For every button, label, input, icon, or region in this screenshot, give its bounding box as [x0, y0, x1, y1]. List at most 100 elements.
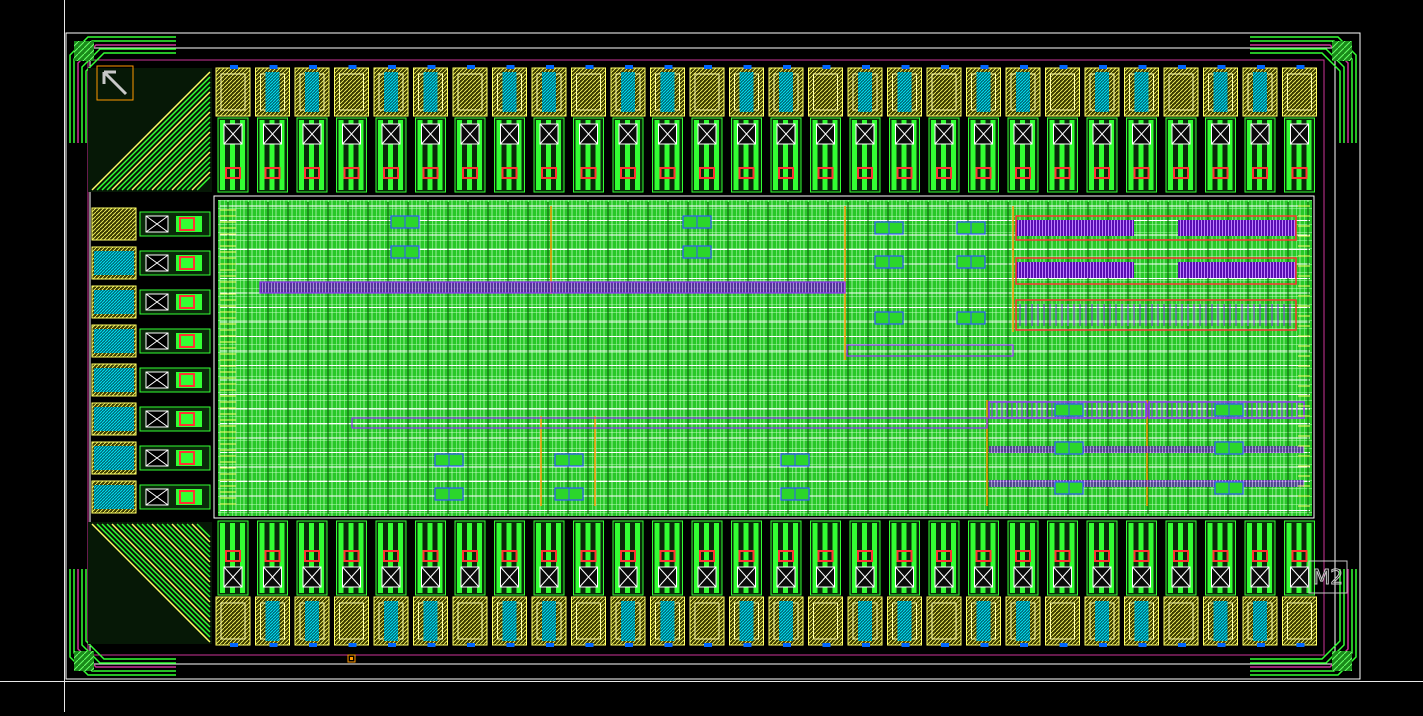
- metal1-strap: [1286, 523, 1292, 593]
- poly-gate: [343, 167, 360, 179]
- metal1-strap: [1128, 120, 1134, 190]
- pad-connector: [269, 643, 278, 647]
- metal1-strap: [1188, 523, 1193, 593]
- pad-opening: [931, 73, 957, 111]
- contact-cross-lines: [895, 566, 914, 588]
- poly-gate: [857, 167, 873, 179]
- contact-cross-lines: [1250, 123, 1270, 145]
- via-array: [621, 601, 635, 641]
- metal1-strap: [970, 523, 976, 593]
- contact-cross-lines: [1290, 123, 1309, 145]
- pad-connector: [230, 65, 238, 69]
- contact-cross-lines: [145, 449, 169, 467]
- metal1-strap: [1099, 523, 1104, 593]
- metal1-strap: [615, 120, 620, 190]
- metal1-strap: [417, 523, 423, 593]
- sram-bank: [1178, 220, 1296, 236]
- metal1-strap: [1168, 120, 1173, 190]
- io-pad-cell: [768, 65, 804, 193]
- metal1-strap: [176, 489, 202, 505]
- metal1-strap: [822, 120, 828, 190]
- metal3-bus: [989, 446, 1304, 453]
- metal1-strap: [575, 120, 581, 190]
- io-pad-cell: [492, 520, 527, 647]
- metal1-strap: [467, 120, 472, 190]
- bond-pad: [1045, 596, 1080, 646]
- pad-connector: [1059, 643, 1068, 647]
- metal1-strap: [230, 523, 235, 593]
- diagonal-bus: [186, 166, 211, 191]
- pad-connector: [822, 65, 831, 69]
- poly-gate: [817, 550, 834, 562]
- pad-connector: [1217, 643, 1226, 647]
- io-pad-left: [91, 363, 211, 397]
- pad-connector: [1257, 643, 1265, 647]
- io-pad-cell: [847, 520, 883, 647]
- metal3-bus-outline: [259, 281, 846, 294]
- metal1-strap: [1099, 120, 1104, 190]
- macro-outline: [1148, 401, 1305, 419]
- io-pad-cell: [689, 65, 725, 193]
- nwell-boundary: [87, 59, 1325, 656]
- metal1-strap: [358, 523, 364, 593]
- io-pad-cell: [294, 520, 330, 647]
- io-pad-cell: [571, 520, 606, 647]
- metal1-strap: [783, 523, 788, 593]
- metal1-strap: [546, 523, 551, 593]
- pad-opening: [1287, 73, 1312, 111]
- core-macros: [220, 205, 1310, 507]
- diagonal-bus: [171, 151, 211, 191]
- diagonal-bus: [161, 141, 211, 191]
- contact-cross-lines: [1053, 566, 1072, 588]
- via-array: [502, 72, 517, 112]
- sram-bank: [1178, 262, 1296, 278]
- poly-gate: [975, 550, 992, 562]
- contact-cross-lines: [737, 566, 756, 588]
- contact-cross-lines: [539, 566, 559, 588]
- contact-cross-lines: [1171, 566, 1191, 588]
- metal1-strap: [230, 120, 235, 190]
- metal1-strap: [348, 523, 354, 593]
- diagonal-bus: [176, 156, 211, 191]
- bond-pad: [808, 67, 843, 117]
- poly-gate: [1015, 167, 1031, 179]
- io-pad-left: [91, 480, 211, 514]
- via-array: [858, 601, 872, 641]
- contact-cross-lines: [500, 566, 519, 588]
- io-pad-cell: [1282, 520, 1317, 647]
- corner-label-text: M2: [1313, 565, 1343, 589]
- diagonal-bus: [116, 96, 211, 191]
- metal1-strap: [1257, 120, 1262, 190]
- contact-cross-lines: [460, 566, 480, 588]
- diagonal-bus: [136, 116, 211, 191]
- pad-connector: [269, 65, 278, 69]
- metal1-strap: [388, 120, 393, 190]
- pad-connector: [546, 65, 554, 69]
- metal1-strap: [753, 120, 759, 190]
- diagonal-bus: [111, 91, 211, 191]
- metal1-strap: [812, 523, 818, 593]
- poly-gate: [817, 167, 834, 179]
- macro-outline: [1015, 215, 1297, 241]
- pad-opening: [576, 602, 601, 640]
- contact-cross-lines: [145, 215, 169, 233]
- poly-gate: [738, 550, 755, 562]
- contact-cross-lines: [145, 371, 169, 389]
- poly-gate: [896, 167, 913, 179]
- diagonal-bus: [141, 121, 211, 191]
- metal1-strap: [585, 120, 591, 190]
- via-array: [502, 601, 517, 641]
- metal1-strap: [279, 523, 285, 593]
- io-pad-cell: [334, 520, 369, 647]
- pad-opening: [813, 602, 838, 640]
- metal1-strap: [595, 523, 601, 593]
- pad-connector: [348, 643, 357, 647]
- pad-connector: [704, 65, 712, 69]
- via-array: [621, 72, 635, 112]
- metal1-strap: [516, 120, 522, 190]
- metal3-bus: [260, 282, 845, 293]
- poly-gate: [264, 550, 281, 562]
- poly-gate: [580, 167, 597, 179]
